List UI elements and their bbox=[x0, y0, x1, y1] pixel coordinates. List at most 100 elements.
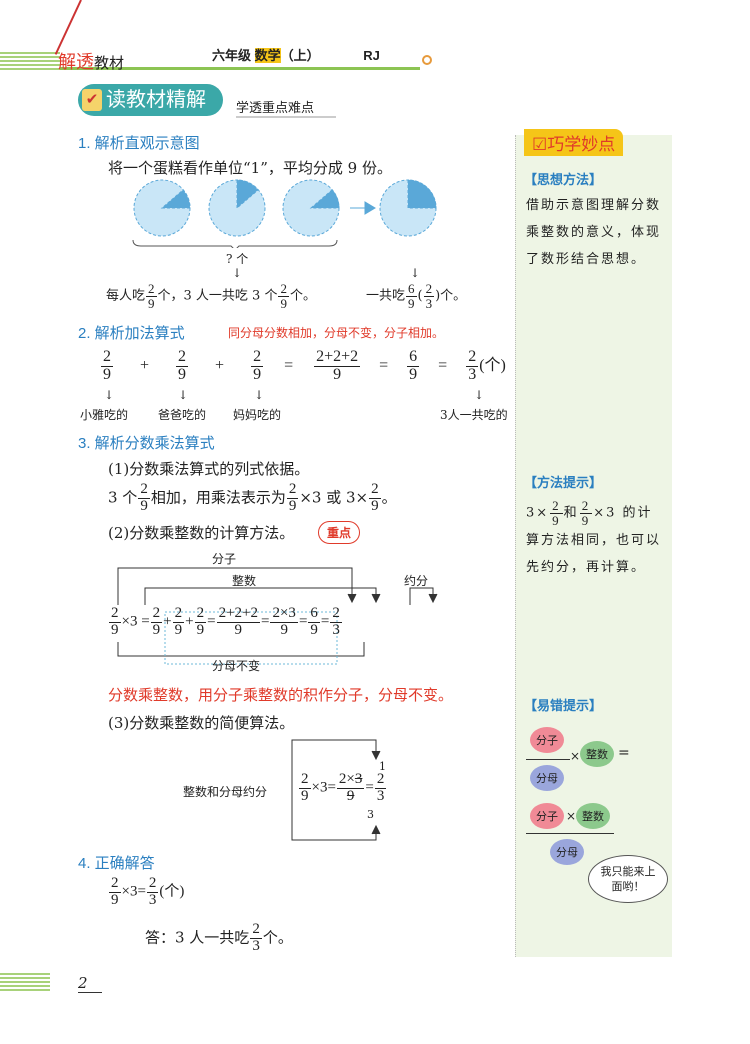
unit: (个) bbox=[479, 356, 506, 374]
text: 每人吃 bbox=[106, 288, 146, 304]
simplify-label: 整数和分母约分 bbox=[183, 785, 268, 799]
label-mom: 妈妈吃的 bbox=[233, 408, 282, 422]
text: 相加，用乘法表示为 bbox=[150, 488, 286, 507]
banner-title: 读教材精解 bbox=[106, 89, 206, 111]
frog-denominator: 分母 bbox=[530, 765, 564, 791]
simplify-lines bbox=[291, 739, 381, 841]
text: ×3 或 3× bbox=[299, 488, 369, 507]
header-info: 六年级 数学（上） RJ bbox=[212, 45, 380, 64]
arrow-right-icon bbox=[350, 201, 376, 215]
key-point-badge: 重点 bbox=[318, 521, 361, 544]
edition: RJ bbox=[363, 48, 380, 63]
text: 个，3 人一共吃 3 个 bbox=[157, 288, 278, 304]
sidebar-title: ☑巧学妙点 bbox=[524, 129, 624, 156]
label-reduce: 约分 bbox=[404, 574, 429, 588]
cake-2 bbox=[208, 179, 266, 237]
times-sign: × bbox=[566, 809, 577, 823]
frog-denominator-2: 分母 bbox=[550, 839, 584, 865]
header-dot bbox=[422, 55, 432, 65]
text: 3× bbox=[526, 505, 550, 521]
equals-sign: = bbox=[618, 745, 630, 761]
label-total: 3人一共吃的 bbox=[440, 408, 508, 422]
frog-integer: 整数 bbox=[580, 741, 614, 767]
label-integer: 整数 bbox=[232, 574, 257, 588]
text: ×3 的计算方法相同，也可以先约分，再计算。 bbox=[526, 505, 662, 576]
subject: 数学 bbox=[254, 48, 281, 63]
tip-heading-mistake: 【易错提示】 bbox=[524, 698, 603, 713]
label-xiaoya: 小雅吃的 bbox=[80, 408, 129, 422]
addition-rule-note: 同分母分数相加，分母不变，分子相加。 bbox=[228, 326, 445, 340]
section-banner: ✔ 读教材精解 bbox=[78, 84, 223, 116]
brand: 解透教材 bbox=[58, 48, 124, 74]
section2-title: 2. 解析加法算式 bbox=[78, 325, 185, 342]
fraction-bar bbox=[526, 759, 570, 760]
brand-sub: 教材 bbox=[94, 55, 125, 72]
text: 。 bbox=[381, 488, 397, 507]
brace bbox=[132, 239, 338, 248]
banner-subtitle: 学透重点难点 bbox=[236, 97, 336, 118]
cake-3 bbox=[282, 179, 340, 237]
speech-bubble: 我只能来上面哟！ bbox=[588, 855, 668, 903]
text: 个。 bbox=[440, 288, 467, 304]
tip-heading-thinking: 【思想方法】 bbox=[524, 172, 603, 187]
section3-title: 3. 解析分数乘法算式 bbox=[78, 435, 215, 452]
term: （上） bbox=[280, 48, 320, 63]
down-arrow-icon: ↓ bbox=[410, 266, 421, 280]
section1-intro: 将一个蛋糕看作单位“1”，平均分成 9 份。 bbox=[108, 159, 392, 177]
grade: 六年级 bbox=[212, 48, 252, 63]
brand-main: 解透 bbox=[58, 52, 94, 72]
frog-integer-2: 整数 bbox=[576, 803, 610, 829]
multiplication-rule: 分数乘整数，用分子乘整数的积作分子，分母不变。 bbox=[108, 686, 454, 704]
text: 和 bbox=[563, 505, 579, 521]
sidebar-title-text: 巧学妙点 bbox=[547, 135, 616, 154]
text: 个。 bbox=[262, 928, 293, 947]
header-line bbox=[60, 67, 420, 70]
frog-numerator-2: 分子 bbox=[530, 803, 564, 829]
footer-stripes bbox=[0, 973, 50, 991]
text: 一共吃 bbox=[366, 288, 406, 304]
reduced-3: 3 bbox=[367, 808, 374, 821]
text: 个。 bbox=[289, 288, 316, 304]
section4-title: 4. 正确解答 bbox=[78, 855, 155, 872]
reduced-1: 1 bbox=[379, 760, 386, 773]
cake-1 bbox=[133, 179, 191, 237]
cake-diagram bbox=[132, 179, 437, 248]
p2: (2)分数乘整数的计算方法。 bbox=[108, 524, 295, 542]
section1-title: 1. 解析直观示意图 bbox=[78, 135, 200, 152]
p1: (1)分数乘法算式的列式依据。 bbox=[108, 460, 310, 478]
checkbox-icon: ☑ bbox=[532, 135, 548, 154]
notebook-icon: ✔ bbox=[82, 89, 102, 111]
tip-text-thinking: 借助示意图理解分数乘整数的意义，体现了数形结合思想。 bbox=[526, 198, 662, 267]
unit: (个) bbox=[159, 883, 185, 900]
frog-numerator: 分子 bbox=[530, 727, 564, 753]
down-arrow-icon: ↓ bbox=[232, 266, 243, 280]
label-denominator-unchanged: 分母不变 bbox=[212, 659, 261, 673]
cake-total bbox=[379, 179, 437, 237]
pen-line bbox=[54, 0, 82, 55]
label-dad: 爸爸吃的 bbox=[158, 408, 207, 422]
fraction-bar-2 bbox=[526, 833, 614, 834]
method-diagram-lines bbox=[117, 567, 438, 665]
p3: (3)分数乘整数的简便算法。 bbox=[108, 714, 295, 732]
text: 答：3 人一共吃 bbox=[145, 928, 250, 947]
tips-sidebar: ☑巧学妙点 【思想方法】 借助示意图理解分数乘整数的意义，体现了数形结合思想。 … bbox=[515, 129, 672, 957]
question-label: ? 个 bbox=[226, 252, 249, 266]
text: 3 个 bbox=[108, 488, 138, 507]
tip-heading-method: 【方法提示】 bbox=[524, 475, 603, 490]
times-sign: × bbox=[570, 749, 581, 763]
page-number: 2 bbox=[78, 974, 102, 993]
header-stripes bbox=[0, 52, 60, 70]
